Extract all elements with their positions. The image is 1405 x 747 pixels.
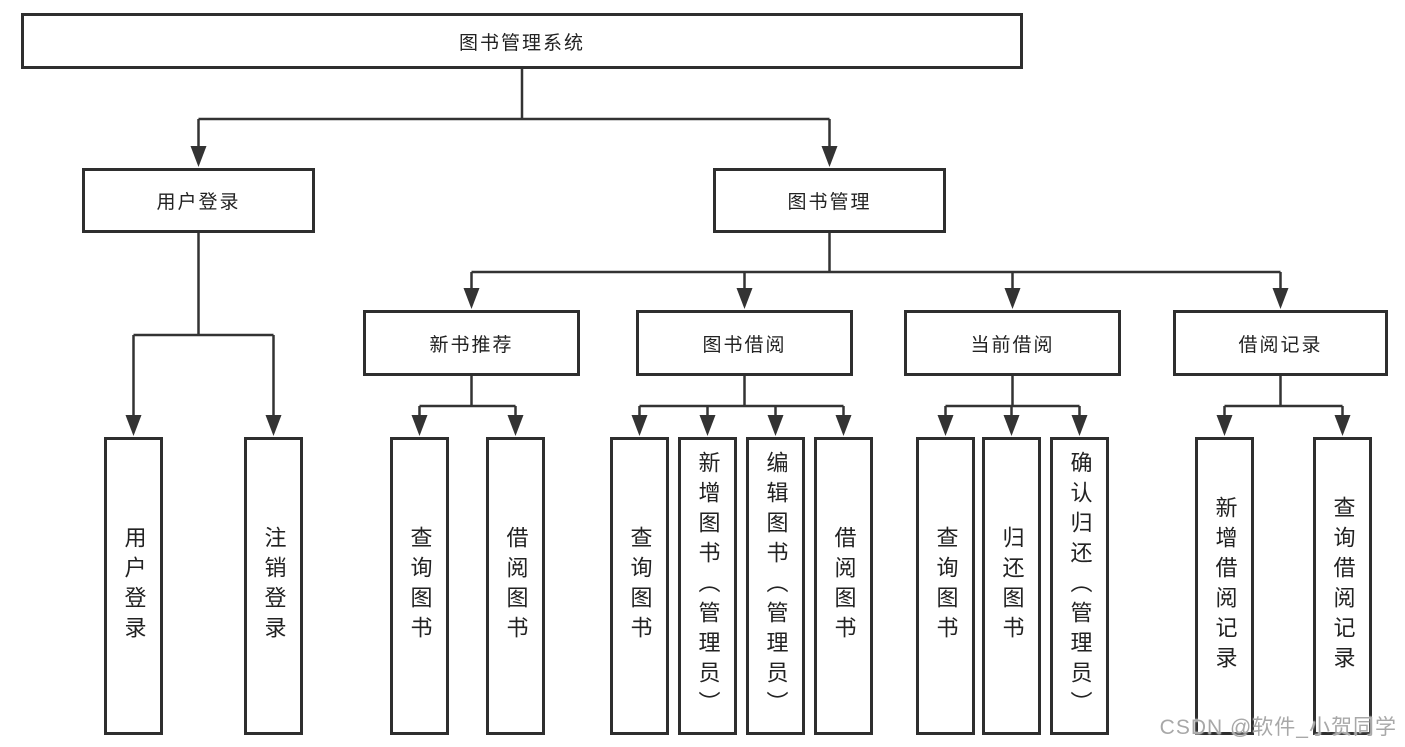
leaf-add-book-admin: 新增图书（管理员） xyxy=(678,437,737,735)
leaf-query-books-recommend: 查询图书 xyxy=(390,437,449,735)
leaf-edit-book-admin: 编辑图书（管理员） xyxy=(746,437,805,735)
leaf-query-borrow-record: 查询借阅记录 xyxy=(1313,437,1372,735)
node-new-book-recommendation: 新书推荐 xyxy=(363,310,580,376)
leaf-query-books-borrowing: 查询图书 xyxy=(610,437,669,735)
node-user-login: 用户登录 xyxy=(82,168,315,233)
node-borrowing-records: 借阅记录 xyxy=(1173,310,1388,376)
leaf-logout: 注销登录 xyxy=(244,437,303,735)
node-book-borrowing: 图书借阅 xyxy=(636,310,853,376)
leaf-user-login: 用户登录 xyxy=(104,437,163,735)
leaf-borrow-books: 借阅图书 xyxy=(814,437,873,735)
node-book-management: 图书管理 xyxy=(713,168,946,233)
csdn-watermark: CSDN @软件_小贺同学 xyxy=(1159,716,1397,739)
leaf-return-book: 归还图书 xyxy=(982,437,1041,735)
node-current-borrowing: 当前借阅 xyxy=(904,310,1121,376)
leaf-confirm-return-admin: 确认归还（管理员） xyxy=(1050,437,1109,735)
node-library-management-system: 图书管理系统 xyxy=(21,13,1023,69)
leaf-borrow-books-recommend: 借阅图书 xyxy=(486,437,545,735)
leaf-query-books-current: 查询图书 xyxy=(916,437,975,735)
leaf-add-borrow-record: 新增借阅记录 xyxy=(1195,437,1254,735)
